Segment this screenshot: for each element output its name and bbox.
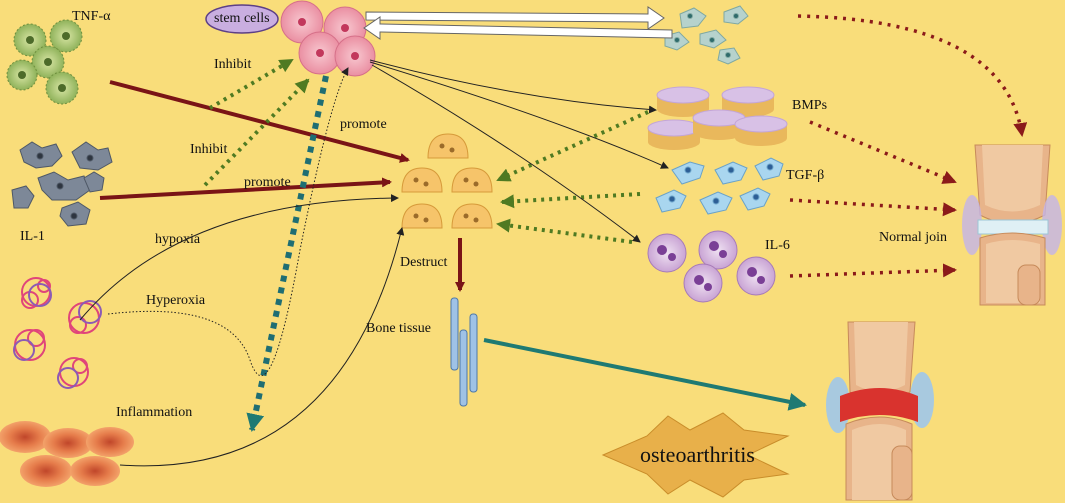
normal-joint-label: Normal join: [879, 230, 948, 245]
tnf-promote-arrow: [109, 80, 410, 163]
bmp-to-joint-arrow: [809, 120, 957, 184]
il6-cells-icon: [647, 230, 776, 303]
inhibit-label-top: Inhibit: [214, 57, 252, 72]
osteoarthritis-star-badge: [601, 412, 790, 498]
il6-to-joint-arrow: [789, 263, 957, 278]
bone-to-osteoarthritis-arrow: [483, 338, 807, 411]
hyperoxia-cells-icon: [13, 277, 102, 389]
hypoxia-label: hypoxia: [155, 232, 201, 247]
tgf-beta-cells-icon: [655, 157, 784, 215]
inhibit-arrow-bottom: [203, 78, 310, 187]
il1-label: IL-1: [20, 229, 45, 244]
inflammation-cells-icon: [0, 421, 134, 487]
promote-label-top: promote: [340, 117, 387, 132]
bmps-label: BMPs: [792, 98, 828, 113]
osteoarthritis-label: osteoarthritis: [640, 442, 755, 467]
bmps-discs-icon: [647, 86, 788, 150]
inhibit-arrows: [203, 58, 649, 244]
osteoarthritis-joint-icon: [826, 321, 934, 501]
tgf-to-joint-arrow: [789, 198, 957, 217]
tgf-beta-label: TGF-β: [786, 168, 825, 183]
stem-cells-icon: [205, 0, 376, 77]
il1-cells-icon: [11, 141, 113, 227]
bone-tissue-icon: [450, 297, 478, 407]
inhibit-label-bottom: Inhibit: [190, 142, 228, 157]
red-dotted-arrows: [789, 14, 1028, 278]
inflammation-label: Inflammation: [116, 405, 193, 420]
fibroblast-to-joint-arrow: [797, 14, 1028, 137]
il6-green-arrow: [496, 218, 633, 244]
promote-arrows: [99, 80, 465, 292]
bmp-green-arrow: [496, 110, 649, 182]
destruct-label: Destruct: [400, 255, 448, 270]
bone-tissue-label: Bone tissue: [366, 321, 431, 336]
thin-connector-lines: [79, 59, 669, 467]
tnf-alpha-cells-icon: [6, 19, 83, 105]
tgf-green-arrow: [500, 192, 641, 209]
normal-joint-icon: [962, 144, 1062, 306]
hyperoxia-label: Hyperoxia: [146, 293, 206, 308]
fibroblast-cells-icon: [664, 5, 749, 65]
promote-label-bottom: promote: [244, 175, 291, 190]
il1-promote-arrow: [99, 177, 392, 200]
chondrocytes-icon: [401, 133, 493, 229]
stem-to-inflammation-arrow: [246, 75, 329, 432]
il6-label: IL-6: [765, 238, 790, 253]
tnf-alpha-label: TNF-α: [72, 9, 111, 24]
stem-fibroblast-double-arrow: [363, 6, 673, 40]
stem-cells-label: stem cells: [214, 11, 270, 26]
